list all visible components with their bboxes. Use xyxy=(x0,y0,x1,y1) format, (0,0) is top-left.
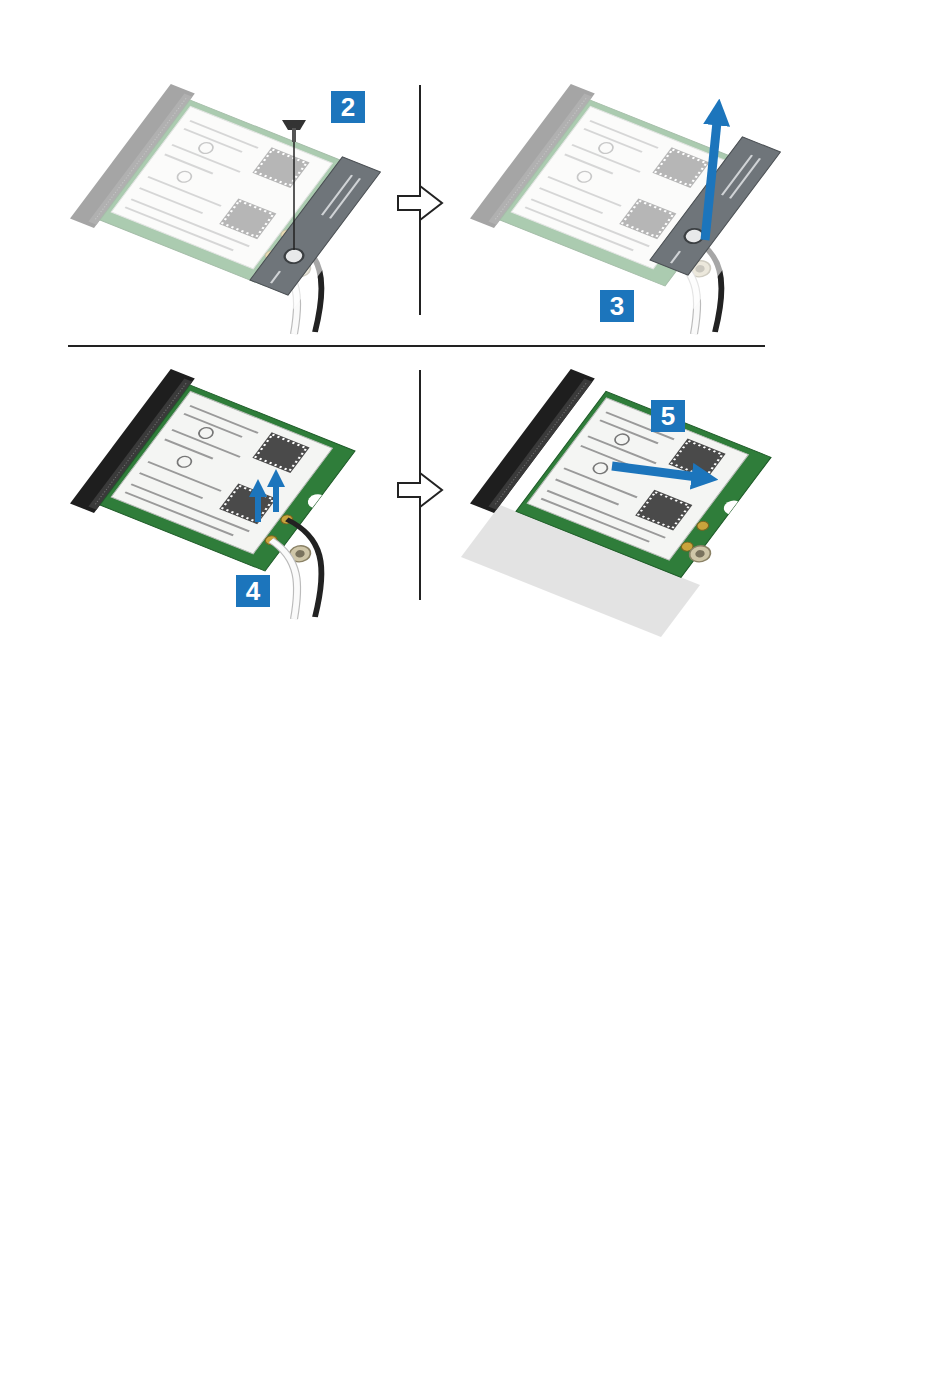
callout-number: 3 xyxy=(600,290,634,322)
panel-remove-screw xyxy=(41,78,427,350)
callout-number: 2 xyxy=(331,91,365,123)
callout-number: 4 xyxy=(236,575,270,607)
panel-lift-bracket xyxy=(441,78,827,350)
panel-slide-card xyxy=(437,369,795,637)
step-arrows xyxy=(398,186,442,507)
panel-disconnect-cables xyxy=(55,369,425,625)
callout-number: 5 xyxy=(651,400,685,432)
